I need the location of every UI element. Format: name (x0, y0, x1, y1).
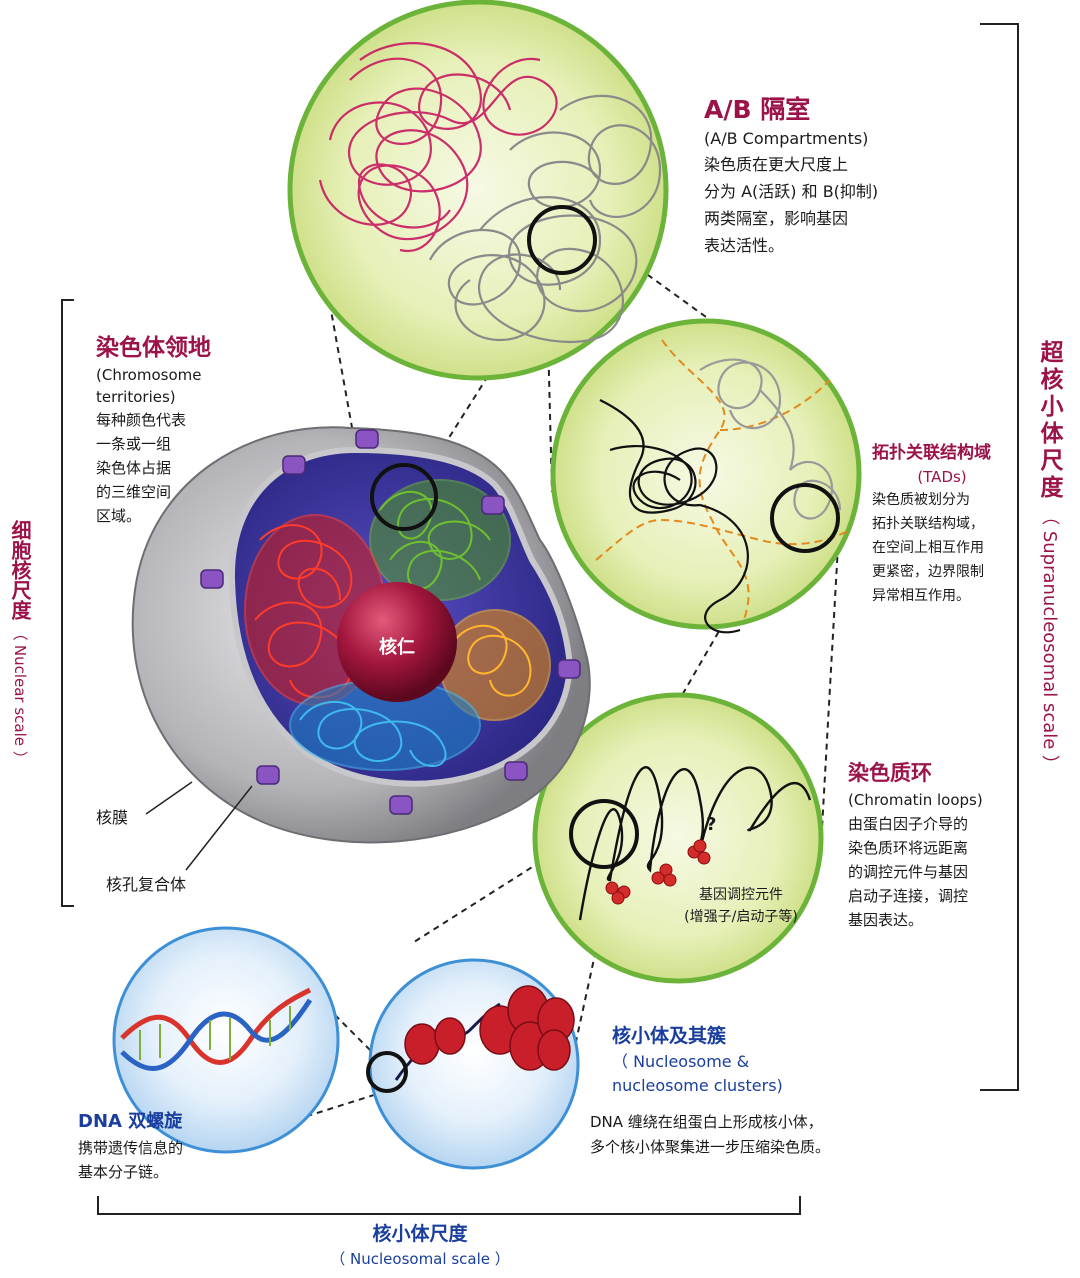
chromatin-loops-line-2: 染色质环将远距离 (848, 839, 969, 857)
question-mark: ? (706, 814, 717, 835)
chromosome-territories-label: 染色体领地 (Chromosome territories) 每种颜色代表 一条… (96, 332, 211, 528)
nucleosomal-scale-bracket (97, 1196, 801, 1215)
dna-strand-red (120, 987, 312, 1065)
pore-pointer (185, 785, 253, 871)
loop-zoom-highlight (569, 799, 639, 869)
tads-line-1: 染色质被划分为 (872, 492, 970, 508)
nuclear-membrane-label: 核膜 (96, 808, 129, 827)
dna-strand-blue (120, 998, 313, 1071)
tads-line-4: 更紧密，边界限制 (872, 564, 984, 580)
nuclear-scale-label: 细胞核尺度 （ Nuclear scale ） (6, 520, 35, 766)
loop-chromatin (578, 766, 812, 921)
dna-label: DNA 双螺旋 携带遗传信息的 基本分子链。 (78, 1108, 183, 1184)
ab-compartments-label: A/B 隔室 (A/B Compartments) 染色质在更大尺度上 分为 A… (704, 94, 878, 259)
ab-compartments-circle (287, 0, 669, 381)
ab-compartments-subtitle: (A/B Compartments) (704, 129, 869, 148)
tad-boundaries (595, 339, 851, 621)
tads-line-2: 拓扑关联结构域， (872, 516, 984, 532)
nuclear-scale-title: 细胞核尺度 (8, 520, 32, 620)
nuclear-scale-bracket (61, 299, 74, 907)
tads-label: 拓扑关联结构域 (TADs) 染色质被划分为 拓扑关联结构域， 在空间上相互作用… (872, 440, 1012, 608)
nucleosomal-scale-subtitle: （ Nucleosomal scale ） (330, 1250, 510, 1268)
nuclear-pore-complexes (200, 429, 581, 815)
chromosome-territories-subtitle-1: (Chromosome (96, 366, 202, 384)
chromatin-loops-title: 染色质环 (848, 761, 932, 785)
dna-line-1: 携带遗传信息的 (78, 1139, 184, 1157)
tads-line-5: 异常相互作用。 (872, 588, 970, 604)
chromosome-territories-subtitle-2: territories) (96, 388, 176, 406)
cell-nucleus (131, 426, 591, 871)
chromosome-territories-line-5: 区域。 (96, 507, 142, 525)
nucleosome-circle (366, 958, 580, 1170)
chromatin-loops-line-1: 由蛋白因子介导的 (848, 815, 969, 833)
ab-compartments-title: A/B 隔室 (704, 95, 811, 124)
nucleosome-subtitle-2: nucleosome clusters) (612, 1076, 783, 1095)
tad-chromatin-black (599, 399, 749, 634)
chromatin-loops-circle (532, 692, 824, 984)
chromosome-territories-line-4: 的三维空间 (96, 483, 172, 501)
membrane-pointer (145, 781, 193, 815)
regulatory-element-label: 基因调控元件 (增强子/启动子等) (666, 884, 816, 928)
nucleosomal-scale-title: 核小体尺度 (372, 1223, 468, 1245)
nucleosome-line-2: 多个核小体聚集进一步压缩染色质。 (590, 1138, 831, 1156)
chromatin-loops-subtitle: (Chromatin loops) (848, 791, 983, 809)
chromosome-territory-blue (289, 679, 481, 771)
tads-circle (550, 318, 862, 634)
nucleosome-line-1: DNA 缠绕在组蛋白上形成核小体， (590, 1113, 823, 1131)
chromosome-territories-title: 染色体领地 (96, 335, 211, 361)
ab-compartments-line-3: 两类隔室，影响基因 (704, 209, 849, 228)
supranucleosomal-scale-subtitle: （ Supranucleosomal scale ） (1039, 507, 1060, 774)
nucleolus-label: 核仁 (379, 637, 415, 658)
tad-chromatin-grey (699, 358, 842, 520)
ab-compartments-line-1: 染色质在更大尺度上 (704, 155, 849, 174)
chromosome-territories-line-2: 一条或一组 (96, 435, 172, 453)
chromatin-loops-line-4: 启动子连接，调控 (848, 887, 969, 905)
dna-base-pairs (139, 1006, 291, 1060)
nucleosome-subtitle-1: （ Nucleosome & (612, 1052, 750, 1071)
supranucleosomal-scale-title: 超核小体尺度 (1036, 340, 1062, 502)
chromatin-loops-line-3: 的调控元件与基因 (848, 863, 969, 881)
compartment-a-chromatin (318, 42, 558, 253)
nucleosome-description: DNA 缠绕在组蛋白上形成核小体， 多个核小体聚集进一步压缩染色质。 (590, 1110, 830, 1160)
tad-zoom-highlight (770, 483, 840, 553)
nucleosome-cores (404, 985, 575, 1071)
regulatory-elements (605, 839, 711, 905)
ab-compartments-line-2: 分为 A(活跃) 和 B(抑制) (704, 182, 879, 201)
dna-title: DNA 双螺旋 (78, 1111, 183, 1132)
ab-compartments-line-4: 表达活性。 (704, 236, 785, 255)
regulatory-element-line-1: 基因调控元件 (699, 887, 783, 903)
chromosome-territories-line-1: 每种颜色代表 (96, 411, 187, 429)
nucleosomal-scale-label: 核小体尺度 （ Nucleosomal scale ） (300, 1220, 540, 1270)
chromatin-loops-label: 染色质环 (Chromatin loops) 由蛋白因子介导的 染色质环将远距离… (848, 758, 983, 932)
nuclear-pore-complex-label: 核孔复合体 (106, 875, 187, 894)
ab-zoom-highlight (527, 205, 597, 275)
regulatory-element-line-2: (增强子/启动子等) (684, 909, 798, 925)
nucleosome-zoom-highlight (366, 1051, 408, 1093)
tads-title: 拓扑关联结构域 (872, 443, 991, 463)
chromosome-territories-line-3: 染色体占据 (96, 459, 172, 477)
dna-line-2: 基本分子链。 (78, 1163, 169, 1181)
chromatin-loops-line-5: 基因表达。 (848, 911, 924, 929)
nuclear-scale-subtitle: （ Nuclear scale ） (11, 625, 29, 766)
supranucleosomal-scale-label: 超核小体尺度 （ Supranucleosomal scale ） (1032, 340, 1066, 860)
territory-zoom-highlight (370, 463, 438, 531)
nucleosome-title: 核小体及其簇 (612, 1025, 727, 1047)
nucleosome-label: 核小体及其簇 （ Nucleosome & nucleosome cluster… (612, 1022, 783, 1098)
nucleolus (337, 582, 457, 702)
tads-subtitle: (TADs) (917, 468, 967, 486)
supranucleosomal-scale-bracket (980, 23, 1019, 1091)
tads-line-3: 在空间上相互作用 (872, 540, 984, 556)
dna-helix-circle (112, 926, 340, 1154)
